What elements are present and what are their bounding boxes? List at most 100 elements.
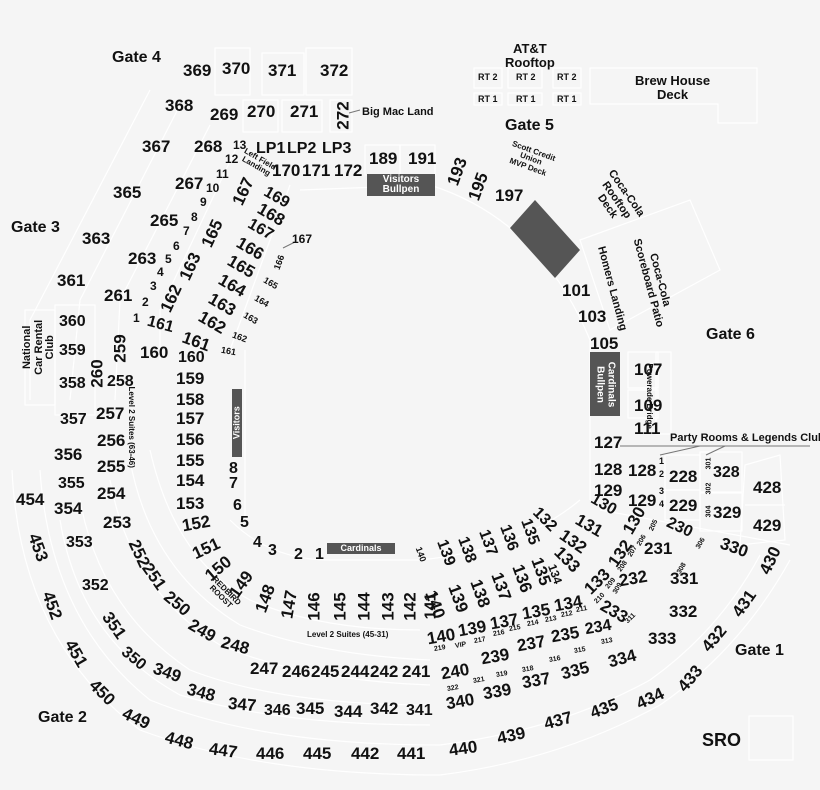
seat-section[interactable]: LP2	[287, 140, 317, 157]
seat-section[interactable]: 1	[133, 311, 140, 325]
seat-section[interactable]: 3	[659, 486, 665, 496]
seat-section[interactable]: 241	[402, 662, 431, 681]
seat-section[interactable]: 363	[82, 229, 111, 248]
seat-section[interactable]: 268	[194, 137, 223, 156]
seat-section[interactable]: 358	[59, 375, 86, 392]
seat-section[interactable]: 3	[268, 542, 277, 559]
seat-section[interactable]: 370	[222, 59, 251, 78]
seat-section[interactable]: 143	[378, 592, 398, 621]
seat-section[interactable]: 4	[157, 265, 164, 279]
seat-section[interactable]: 357	[60, 411, 87, 428]
seat-section[interactable]: 347	[227, 693, 258, 716]
seat-section[interactable]: 197	[495, 186, 524, 205]
seat-section[interactable]: 353	[66, 534, 93, 551]
seat-section[interactable]: 258	[107, 373, 134, 390]
seat-section[interactable]: 331	[670, 569, 699, 588]
seat-section[interactable]: 333	[648, 629, 677, 648]
seat-section[interactable]: 339	[481, 679, 513, 704]
seat-section[interactable]: 7	[183, 224, 190, 238]
seat-section[interactable]: 446	[256, 744, 285, 763]
seat-section[interactable]: 369	[183, 61, 212, 80]
seat-section[interactable]: 10	[206, 181, 220, 195]
seat-section[interactable]: 345	[296, 699, 325, 718]
seat-section[interactable]: 152	[180, 511, 212, 536]
seat-section[interactable]: 304	[705, 505, 713, 518]
seat-section[interactable]: 360	[59, 313, 86, 330]
seat-section[interactable]: 137	[488, 609, 520, 634]
area-label[interactable]: Level 2 Suites (63-46)	[126, 386, 136, 468]
area-label[interactable]: AT&T Rooftop	[505, 41, 555, 70]
area-label[interactable]: Level 2 Suites (45-31)	[307, 630, 389, 639]
seat-section[interactable]: 256	[97, 431, 126, 450]
seat-section[interactable]: 8	[229, 460, 238, 477]
seat-section[interactable]: 428	[753, 478, 782, 497]
seat-section[interactable]: 442	[351, 744, 380, 763]
seat-section[interactable]: 454	[16, 490, 45, 509]
seat-section[interactable]: 440	[447, 737, 479, 760]
seat-section[interactable]: 167	[292, 232, 313, 246]
rooftop-rt2-c[interactable]: RT 2	[557, 72, 577, 82]
seat-section[interactable]: 1	[315, 546, 324, 563]
seat-section[interactable]: 368	[165, 96, 194, 115]
seat-section[interactable]: 240	[439, 659, 471, 684]
rooftop-rt1-a[interactable]: RT 1	[478, 94, 498, 104]
seat-section[interactable]: 13	[233, 138, 247, 152]
seat-section[interactable]: 237	[515, 631, 547, 656]
seat-section[interactable]: 4	[659, 499, 665, 509]
seat-section[interactable]: 6	[173, 239, 180, 253]
seat-section[interactable]: 103	[578, 307, 607, 326]
seat-section[interactable]: 111	[634, 419, 661, 438]
seat-section[interactable]: 354	[54, 499, 83, 518]
seat-section[interactable]: 156	[176, 430, 205, 449]
seat-section[interactable]: 272	[333, 101, 353, 130]
seat-section[interactable]: 260	[87, 359, 107, 388]
seat-section[interactable]: 160	[178, 349, 205, 366]
seat-section[interactable]: 271	[290, 102, 319, 121]
rooftop-rt2-a[interactable]: RT 2	[478, 72, 498, 82]
seat-section[interactable]: 341	[406, 702, 433, 719]
seat-section[interactable]: 329	[713, 503, 742, 522]
seat-section[interactable]: 302	[705, 482, 713, 495]
seat-section[interactable]: 2	[142, 295, 149, 309]
seat-section[interactable]: 129	[628, 491, 657, 510]
seat-section[interactable]: 145	[330, 592, 350, 621]
seat-section[interactable]: 371	[268, 61, 297, 80]
seat-section[interactable]: 344	[334, 702, 363, 721]
seat-section[interactable]: 372	[320, 61, 349, 80]
seat-section[interactable]: 5	[165, 252, 172, 266]
seat-section[interactable]: 246	[282, 662, 311, 681]
seat-section[interactable]: 242	[370, 662, 399, 681]
seat-section[interactable]: 301	[705, 457, 713, 470]
seat-section[interactable]: 140	[425, 624, 457, 649]
seat-section[interactable]: 134	[552, 591, 584, 616]
seat-section[interactable]: 367	[142, 137, 171, 156]
seat-section[interactable]: 157	[176, 409, 205, 428]
seat-section[interactable]: 170	[272, 161, 301, 180]
seat-section[interactable]: 269	[210, 105, 239, 124]
seat-section[interactable]: 159	[176, 369, 205, 388]
seat-section[interactable]: 245	[311, 662, 340, 681]
rooftop-rt1-b[interactable]: RT 1	[516, 94, 536, 104]
seat-section[interactable]: 352	[82, 577, 109, 594]
seat-section[interactable]: 253	[103, 513, 132, 532]
seat-section[interactable]: 265	[150, 211, 179, 230]
seat-section[interactable]: 9	[200, 195, 207, 209]
seat-section[interactable]: 5	[240, 514, 249, 531]
seat-section[interactable]: 229	[669, 496, 698, 515]
seat-section[interactable]: 101	[562, 281, 591, 300]
area-label[interactable]: SRO	[702, 730, 742, 750]
seat-section[interactable]: 8	[191, 210, 198, 224]
seat-section[interactable]: 11	[216, 167, 229, 181]
seat-section[interactable]: 105	[590, 334, 619, 353]
seat-section[interactable]: 239	[479, 644, 511, 669]
seat-section[interactable]: 154	[176, 471, 205, 490]
seat-section[interactable]: 139	[456, 616, 488, 641]
seat-section[interactable]: 128	[628, 461, 657, 480]
seat-section[interactable]: LP1	[256, 140, 286, 157]
seat-section[interactable]: 429	[753, 516, 782, 535]
seat-section[interactable]: 255	[97, 457, 126, 476]
rooftop-rt2-b[interactable]: RT 2	[516, 72, 536, 82]
seat-section[interactable]: 359	[59, 342, 86, 359]
seat-section[interactable]: 135	[520, 599, 552, 624]
seat-section[interactable]: 231	[644, 539, 673, 558]
